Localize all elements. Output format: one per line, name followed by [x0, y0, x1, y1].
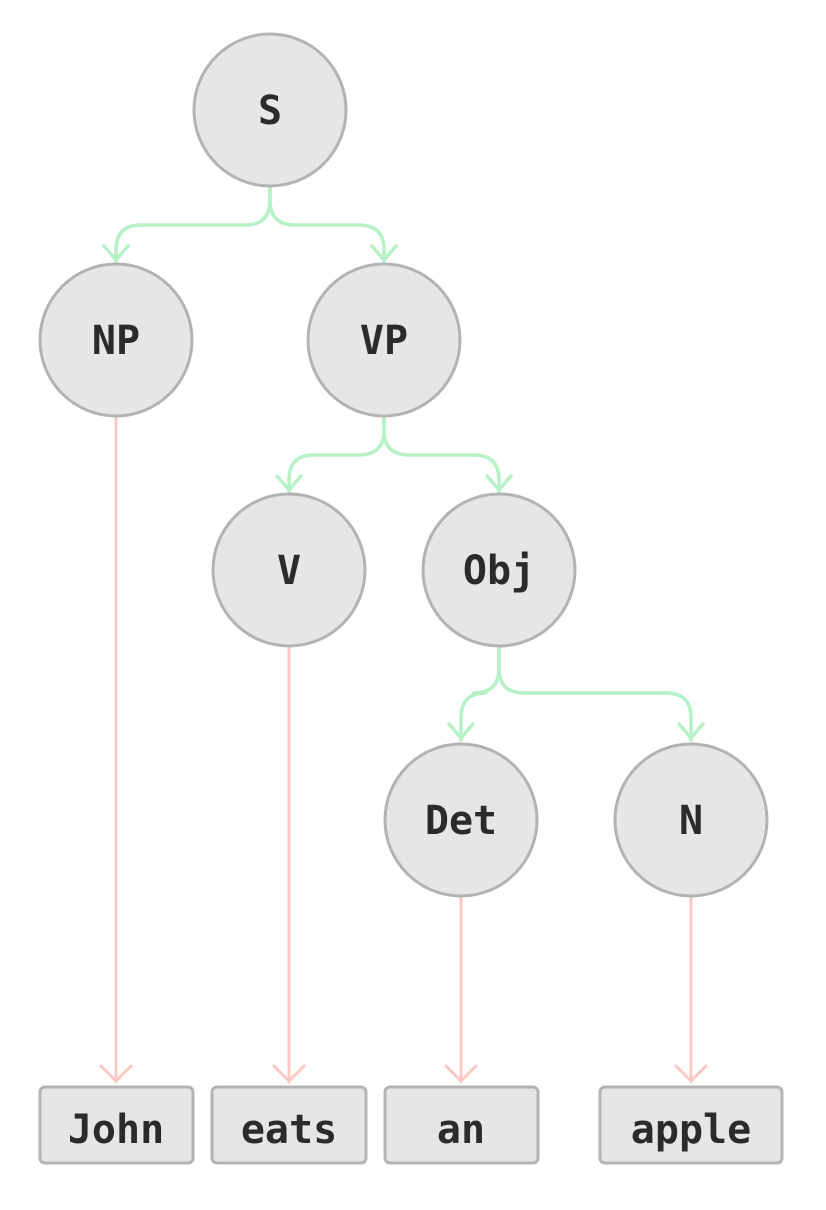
node-vp-label: VP [360, 318, 408, 364]
node-vp: VP [306, 262, 462, 418]
edge-vp-v [275, 416, 386, 494]
node-n: N [613, 742, 769, 898]
node-det-label: Det [425, 798, 497, 844]
leaf-john-label: John [68, 1107, 164, 1153]
edge-s-np [102, 186, 272, 264]
leaf-an-label: an [437, 1107, 485, 1153]
edge-v-eats [272, 646, 306, 1084]
edge-vp-obj [382, 416, 513, 494]
leaf-apple-label: apple [631, 1107, 751, 1153]
node-s: S [192, 32, 348, 188]
leaf-eats: eats [210, 1085, 368, 1165]
node-obj: Obj [421, 492, 577, 648]
lexical-edges [99, 416, 708, 1084]
node-obj-label: Obj [463, 548, 535, 594]
edge-np-john [99, 416, 133, 1084]
node-v-label: V [277, 548, 301, 594]
node-s-label: S [258, 88, 282, 134]
edge-det-an [444, 896, 478, 1084]
leaf-john: John [38, 1085, 195, 1165]
node-v: V [211, 492, 367, 648]
node-np-label: NP [92, 318, 140, 364]
node-n-label: N [679, 798, 703, 844]
edge-obj-n [497, 646, 705, 742]
tree-edges [102, 186, 705, 742]
edge-obj-det [447, 646, 501, 742]
edge-s-vp [268, 186, 398, 264]
leaf-apple: apple [598, 1085, 784, 1165]
edge-n-apple [674, 896, 708, 1084]
leaf-an: an [383, 1085, 540, 1165]
node-det: Det [383, 742, 539, 898]
leaf-eats-label: eats [241, 1107, 337, 1153]
node-np: NP [38, 262, 194, 418]
